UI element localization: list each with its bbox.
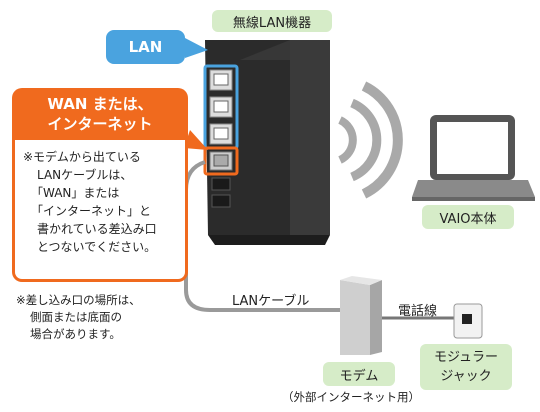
phone-line-label: 電話線 (398, 300, 437, 319)
modem-sub-label-text: （外部インターネット用） (282, 390, 420, 404)
wan-callout-title-1: WAN または、 (47, 95, 153, 113)
wan-body-line-2: LANケーブルは、 (37, 168, 133, 182)
wan-body-line-4: 「インターネット」と (31, 204, 152, 218)
modem-label-text: モデム (339, 368, 379, 384)
modem-sub-label: （外部インターネット用） (282, 389, 420, 405)
wan-body-line-3: 「WAN」または (31, 186, 120, 200)
lan-ports (209, 69, 233, 145)
port-location-note: ※差し込み口の場所は、 側面または底面の 場合があります。 (16, 292, 186, 343)
modular-jack-label: モジュラー ジャック (420, 344, 512, 390)
lan-tag: LAN (106, 30, 185, 64)
modem-label: モデム (323, 362, 395, 386)
jack-label-line-1: モジュラー (433, 350, 499, 365)
lan-tag-text: LAN (128, 38, 163, 56)
wan-callout-title-2: インターネット (47, 115, 153, 133)
lan-cable (184, 160, 340, 312)
modem-illustration (340, 276, 382, 355)
device-title-label: 無線LAN機器 (212, 10, 332, 32)
note-line-2: 側面または底面の (30, 310, 122, 324)
wan-body-line-1: ※モデムから出ている (23, 150, 141, 164)
lan-cable-label: LANケーブル (232, 290, 309, 309)
jack-label-line-2: ジャック (440, 369, 492, 384)
phone-line-label-text: 電話線 (398, 304, 438, 319)
note-line-1: ※差し込み口の場所は、 (16, 293, 141, 307)
router-illustration (205, 40, 330, 245)
lan-cable-label-text: LANケーブル (232, 294, 310, 309)
wan-pointer (184, 130, 208, 150)
laptop-label-text: VAIO本体 (439, 211, 497, 227)
note-line-3: 場合があります。 (30, 327, 121, 341)
laptop-illustration (412, 115, 535, 201)
wan-callout-body: ※モデムから出ている LANケーブルは、 「WAN」または 「インターネット」と… (12, 140, 188, 282)
modular-jack-icon (453, 303, 483, 339)
wifi-waves-icon (338, 81, 403, 199)
device-title-text: 無線LAN機器 (232, 15, 312, 31)
wan-callout-header: WAN または、 インターネット (12, 88, 188, 140)
wan-highlight (203, 146, 239, 176)
wan-port (209, 151, 233, 171)
wan-body-line-6: とつないでください。 (37, 240, 157, 254)
laptop-label: VAIO本体 (422, 205, 514, 229)
wan-body-line-5: 書かれている差込み口 (37, 222, 157, 236)
lan-pointer (185, 38, 208, 58)
